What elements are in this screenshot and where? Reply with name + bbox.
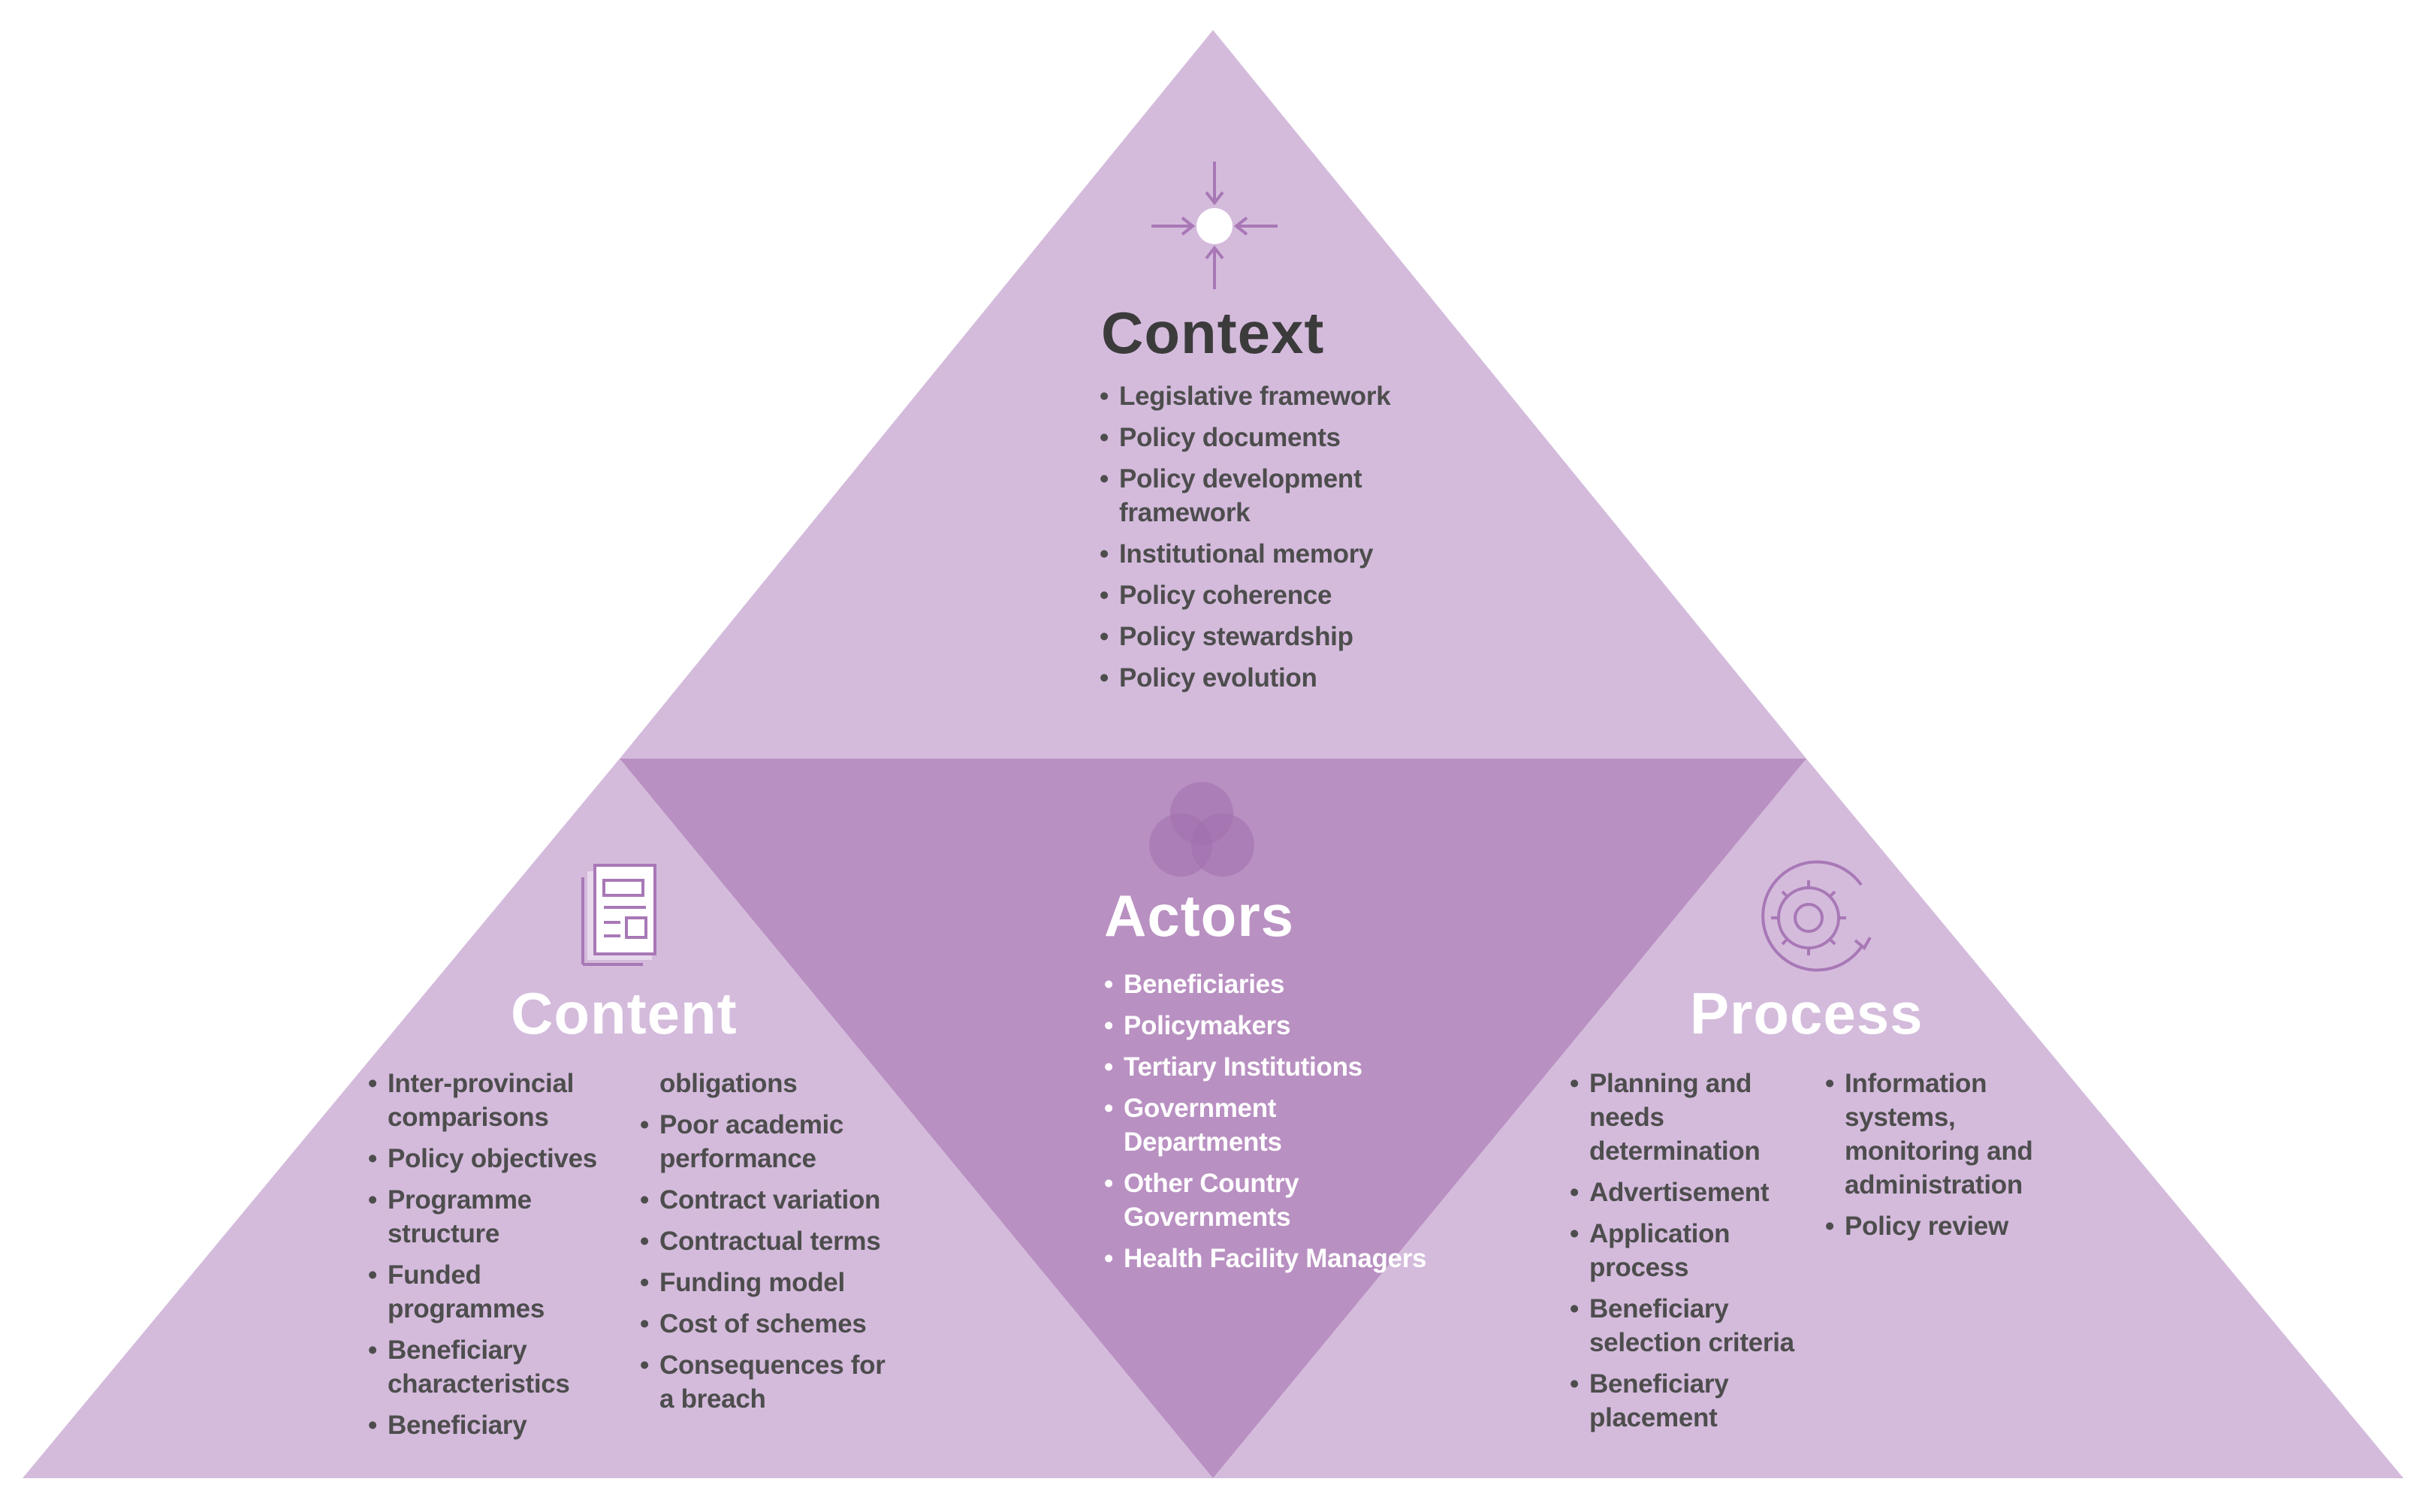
list-item: Consequences for a breach xyxy=(640,1348,895,1416)
list-item: Policy evolution xyxy=(1100,661,1490,695)
list-item: Beneficiary placement xyxy=(1570,1367,1818,1435)
list-item: Contract variation xyxy=(640,1183,895,1217)
list-item: Information systems, monitoring and admi… xyxy=(1825,1067,2073,1202)
context-list: Legislative framework Policy documents P… xyxy=(1100,379,1490,702)
actors-title: Actors xyxy=(1104,883,1295,949)
list-item: Tertiary Institutions xyxy=(1104,1050,1435,1084)
actors-list: Beneficiaries Policymakers Tertiary Inst… xyxy=(1104,967,1435,1283)
list-item: Inter-provincial comparisons xyxy=(368,1067,623,1134)
context-title: Context xyxy=(1101,300,1325,366)
content-title: Content xyxy=(511,980,738,1046)
list-item: Application process xyxy=(1570,1217,1818,1284)
list-item: Beneficiary characteristics xyxy=(368,1333,623,1401)
list-item: Beneficiary xyxy=(368,1408,623,1442)
list-item: Policy development framework xyxy=(1100,462,1490,530)
list-item: Cost of schemes xyxy=(640,1307,895,1341)
gear-cycle-icon xyxy=(1761,860,1872,972)
list-item: Institutional memory xyxy=(1100,537,1490,571)
venn-circles-icon xyxy=(1149,782,1254,877)
list-item: Government Departments xyxy=(1104,1091,1435,1159)
list-item: Beneficiaries xyxy=(1104,967,1435,1001)
list-item: Funding model xyxy=(640,1266,895,1299)
list-item: Policy stewardship xyxy=(1100,620,1490,653)
list-item-continuation: obligations xyxy=(659,1069,798,1098)
list-item: Other Country Governments xyxy=(1104,1166,1435,1234)
list-item: Advertisement xyxy=(1570,1175,1818,1209)
content-list-col1: Inter-provincial comparisons Policy obje… xyxy=(368,1067,623,1450)
process-list-col2: Information systems, monitoring and admi… xyxy=(1825,1067,2073,1251)
list-item: Policy coherence xyxy=(1100,578,1490,612)
process-list-col1: Planning and needs determination Adverti… xyxy=(1570,1067,1818,1442)
list-item: Poor academic performance xyxy=(640,1108,895,1175)
list-item: Contractual terms xyxy=(640,1224,895,1258)
list-item: Programme structure xyxy=(368,1183,623,1251)
list-item: Funded programmes xyxy=(368,1258,623,1326)
process-title: Process xyxy=(1690,980,1924,1046)
list-item: Beneficiary selection criteria xyxy=(1570,1292,1818,1360)
list-item: Legislative framework xyxy=(1100,379,1490,413)
list-item: Health Facility Managers xyxy=(1104,1242,1435,1275)
list-item: Policy objectives xyxy=(368,1142,623,1175)
converge-arrows-icon xyxy=(1151,161,1278,289)
list-item: Policy review xyxy=(1825,1209,2073,1243)
content-list-col2: obligations Poor academic performance Co… xyxy=(640,1067,895,1423)
document-icon xyxy=(581,864,656,966)
list-item: Policy documents xyxy=(1100,421,1490,454)
list-item: Planning and needs determination xyxy=(1570,1067,1818,1168)
list-item: Policymakers xyxy=(1104,1009,1435,1043)
